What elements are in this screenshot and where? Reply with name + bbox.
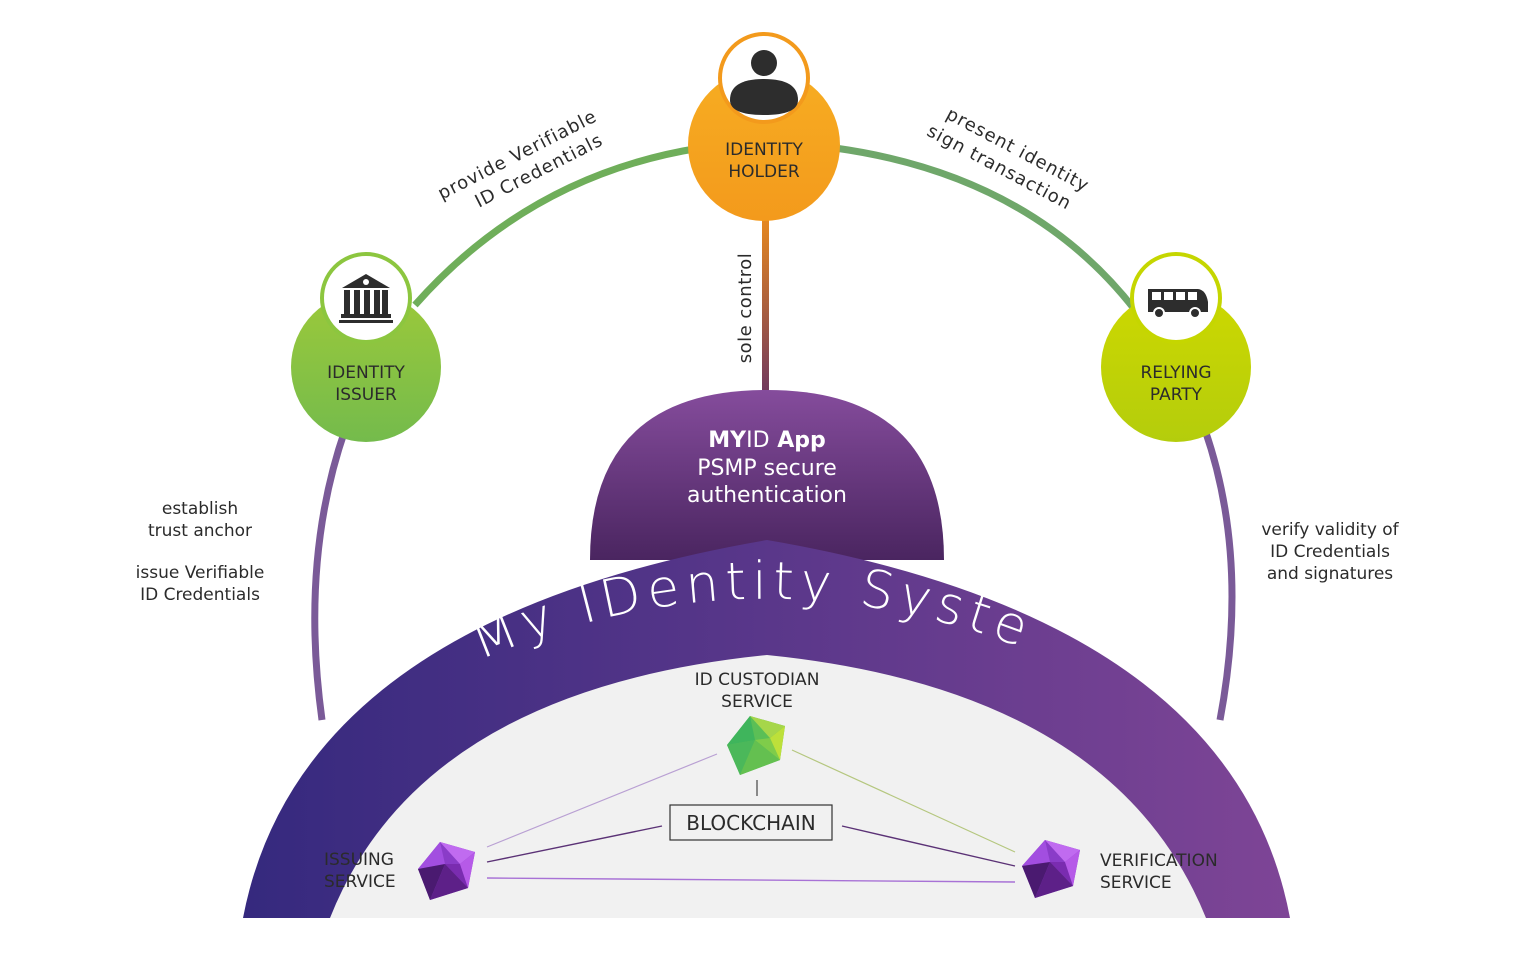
side-note-line: issue Verifiable <box>136 563 265 583</box>
edge-label-sole-control: sole control <box>735 253 756 364</box>
connector-holder-relying <box>834 144 1138 313</box>
link-blockchain-verification <box>841 825 1016 867</box>
service-custodian[interactable]: ID CUSTODIAN SERVICE <box>695 670 820 775</box>
app-brand-my: MY <box>708 428 747 453</box>
service-label-line: SERVICE <box>721 692 793 712</box>
myid-app-dome[interactable]: MYID App PSMP secure authentication <box>590 390 944 560</box>
connector-relying-system <box>1201 428 1236 721</box>
link-issuing-custodian <box>486 753 718 848</box>
service-label-line: ID CUSTODIAN <box>695 670 820 690</box>
service-verification[interactable]: VERIFICATION SERVICE <box>1022 840 1218 898</box>
link-custodian-verification <box>791 749 1016 853</box>
connector-holder-app <box>762 210 769 400</box>
node-label-line: IDENTITY <box>327 363 405 383</box>
node-label-line: ISSUER <box>335 385 397 405</box>
connector-issuer-holder <box>412 144 701 308</box>
service-issuing[interactable]: ISSUING SERVICE <box>324 842 475 900</box>
gem-green-icon <box>727 716 785 775</box>
service-label-line: SERVICE <box>1100 873 1172 893</box>
side-note-line: verify validity of <box>1261 520 1399 540</box>
node-label-line: RELYING <box>1140 363 1211 383</box>
side-note-left: establish trust anchor issue Verifiable … <box>136 499 265 605</box>
side-note-line: trust anchor <box>148 521 252 541</box>
side-note-line: and signatures <box>1267 564 1393 584</box>
app-brand-id: ID <box>746 428 769 453</box>
app-brand-app: App <box>770 428 826 453</box>
side-note-right: verify validity of ID Credentials and si… <box>1261 520 1399 584</box>
app-subtitle-line: PSMP secure <box>697 456 837 481</box>
service-links <box>486 749 1016 883</box>
node-label-line: HOLDER <box>728 162 799 182</box>
service-label-line: SERVICE <box>324 872 396 892</box>
edge-label-line: sole control <box>735 253 756 364</box>
node-label-line: IDENTITY <box>725 140 803 160</box>
person-icon <box>730 50 798 115</box>
system-inner-area <box>330 655 1206 918</box>
app-title: MYID App <box>708 428 825 453</box>
node-relying-party[interactable]: RELYING PARTY <box>1101 252 1251 442</box>
side-note-line: ID Credentials <box>140 585 260 605</box>
node-identity-holder[interactable]: IDENTITY HOLDER <box>688 32 840 221</box>
link-issuing-blockchain <box>486 825 663 863</box>
link-issuing-verification <box>486 877 1016 883</box>
bank-icon <box>339 274 393 323</box>
app-subtitle-line: authentication <box>687 483 847 508</box>
gem-purple-icon <box>418 842 475 900</box>
bus-icon <box>1148 289 1208 319</box>
connector-issuer-system <box>311 428 349 721</box>
service-label-line: ISSUING <box>324 850 394 870</box>
node-label-line: PARTY <box>1150 385 1203 405</box>
edge-label-issuer-holder: provide Verifiable ID Credentials <box>435 106 607 212</box>
side-note-line: ID Credentials <box>1270 542 1390 562</box>
gem-purple-icon <box>1022 840 1080 898</box>
service-label-line: VERIFICATION <box>1100 851 1218 871</box>
node-identity-issuer[interactable]: IDENTITY ISSUER <box>291 252 441 442</box>
blockchain-box[interactable]: BLOCKCHAIN <box>669 804 833 841</box>
connector-ring <box>311 144 1236 721</box>
blockchain-label: BLOCKCHAIN <box>686 811 815 835</box>
side-note-line: establish <box>162 499 238 519</box>
